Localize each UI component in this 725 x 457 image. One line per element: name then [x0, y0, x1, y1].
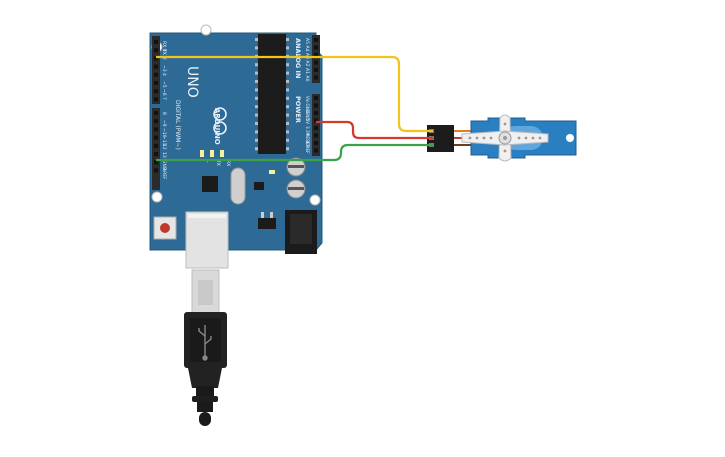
ground-wire[interactable]: [156, 143, 433, 162]
digital-pin-label: ~11: [161, 136, 167, 146]
mounting-hole: [309, 194, 321, 206]
header-pin-socket[interactable]: [154, 56, 158, 61]
usb-icon: [198, 325, 212, 361]
header-pin-socket[interactable]: [154, 89, 158, 94]
header-pin-socket[interactable]: [154, 143, 158, 148]
power-pin-label: GND: [305, 104, 310, 114]
analog-header: [312, 35, 320, 83]
header-pin-socket[interactable]: [154, 64, 158, 69]
header-pin-socket[interactable]: [154, 97, 158, 102]
digital-pin-label: RX 0: [161, 41, 167, 52]
header-pin-socket[interactable]: [154, 72, 158, 77]
header-pin-socket[interactable]: [154, 152, 158, 156]
header-pin-socket[interactable]: [314, 96, 318, 100]
header-pin-socket[interactable]: [314, 118, 318, 123]
analog-pin-label: A2: [304, 61, 310, 67]
digital-pin-label: 13: [161, 152, 167, 158]
arduino-logo: [213, 107, 227, 135]
digital-header-2: [152, 108, 160, 190]
usb-cable[interactable]: [184, 269, 227, 426]
analog-pin-label: A1: [304, 68, 310, 74]
header-pin-socket[interactable]: [314, 133, 318, 138]
wires: [156, 55, 433, 162]
header-pin-socket[interactable]: [314, 148, 318, 153]
digital-pin-label: ~9: [161, 120, 167, 127]
digital-pin-label: AREF: [161, 168, 167, 180]
led-label: TX: [215, 159, 221, 166]
power-pin-label: IOREF: [305, 141, 310, 154]
regulator-chip: [258, 218, 276, 229]
led-label: RX: [225, 160, 231, 166]
analog-pin-label: A5: [304, 38, 310, 44]
header-pin-socket[interactable]: [314, 60, 318, 65]
digital-pin-label: GND: [161, 160, 167, 171]
header-pin-socket[interactable]: [154, 127, 158, 132]
header-pin-socket[interactable]: [154, 160, 158, 165]
header-pin-socket[interactable]: [314, 38, 318, 42]
power-wire[interactable]: [316, 120, 433, 140]
power-header: [312, 94, 320, 156]
digital-pin-label: 8: [161, 112, 167, 115]
digital-pin-label: 12: [161, 144, 167, 150]
header-pin-socket[interactable]: [154, 40, 158, 44]
header-pin-socket[interactable]: [314, 45, 318, 50]
model-label: UNO: [184, 66, 200, 98]
mounting-hole: [151, 191, 163, 203]
digital-header-label: DIGITAL (PWM~): [174, 100, 181, 150]
brand-label: ARDUINO: [213, 108, 221, 145]
power-pin-label: RESET: [305, 134, 310, 148]
analog-header-label: ANALOG IN: [294, 38, 302, 78]
usb-b-port[interactable]: [185, 211, 229, 269]
digital-pin-label: 4: [161, 73, 167, 76]
header-pin-socket[interactable]: [154, 135, 158, 140]
header-pin-socket[interactable]: [314, 111, 318, 115]
power-pin-label: 3.3V: [305, 126, 310, 136]
digital-pin-label: ~6: [161, 89, 167, 96]
digital-pin-label: 2: [161, 57, 167, 60]
onboard-led: [200, 150, 204, 157]
header-pin-socket[interactable]: [314, 68, 318, 72]
analog-pin-label: A0: [304, 76, 310, 82]
header-pin-socket[interactable]: [314, 103, 318, 108]
voltage-regulator: [254, 182, 264, 190]
servo-motor[interactable]: [427, 114, 577, 162]
digital-pin-label: 7: [161, 97, 167, 100]
header-pin-socket[interactable]: [154, 119, 158, 124]
power-pin-label: Vin: [305, 96, 310, 103]
digital-header-1: [152, 36, 160, 104]
onboard-led: [220, 150, 224, 157]
header-pin-socket[interactable]: [314, 75, 318, 80]
mounting-hole: [200, 24, 212, 36]
power-header-label: POWER: [294, 96, 302, 123]
digital-pin-label: ~5: [161, 81, 167, 88]
digital-pin-label: TX 1: [161, 48, 167, 59]
led-label: L: [205, 160, 211, 163]
header-pin-socket[interactable]: [314, 53, 318, 57]
signal-wire[interactable]: [156, 55, 433, 133]
power-pin-label: 5V: [305, 119, 310, 125]
servo-mount-hole: [566, 134, 574, 142]
analog-pin-label: A4: [304, 46, 310, 52]
reset-button-cap[interactable]: [160, 223, 170, 233]
power-pin-label: GND: [305, 111, 310, 121]
header-pin-socket[interactable]: [154, 111, 158, 115]
crystal-oscillator: [230, 167, 246, 205]
digital-pin-label: ~10: [161, 128, 167, 138]
digital-pin-label: ~3: [161, 65, 167, 72]
header-pin-socket[interactable]: [154, 48, 158, 53]
usb-chip: [202, 176, 218, 192]
atmega-chip: [258, 34, 286, 154]
header-pin-socket[interactable]: [154, 81, 158, 85]
power-led: [269, 170, 275, 174]
header-pin-socket[interactable]: [314, 141, 318, 145]
header-pin-socket[interactable]: [154, 168, 158, 173]
header-pin-socket[interactable]: [314, 126, 318, 130]
onboard-led: [210, 150, 214, 157]
